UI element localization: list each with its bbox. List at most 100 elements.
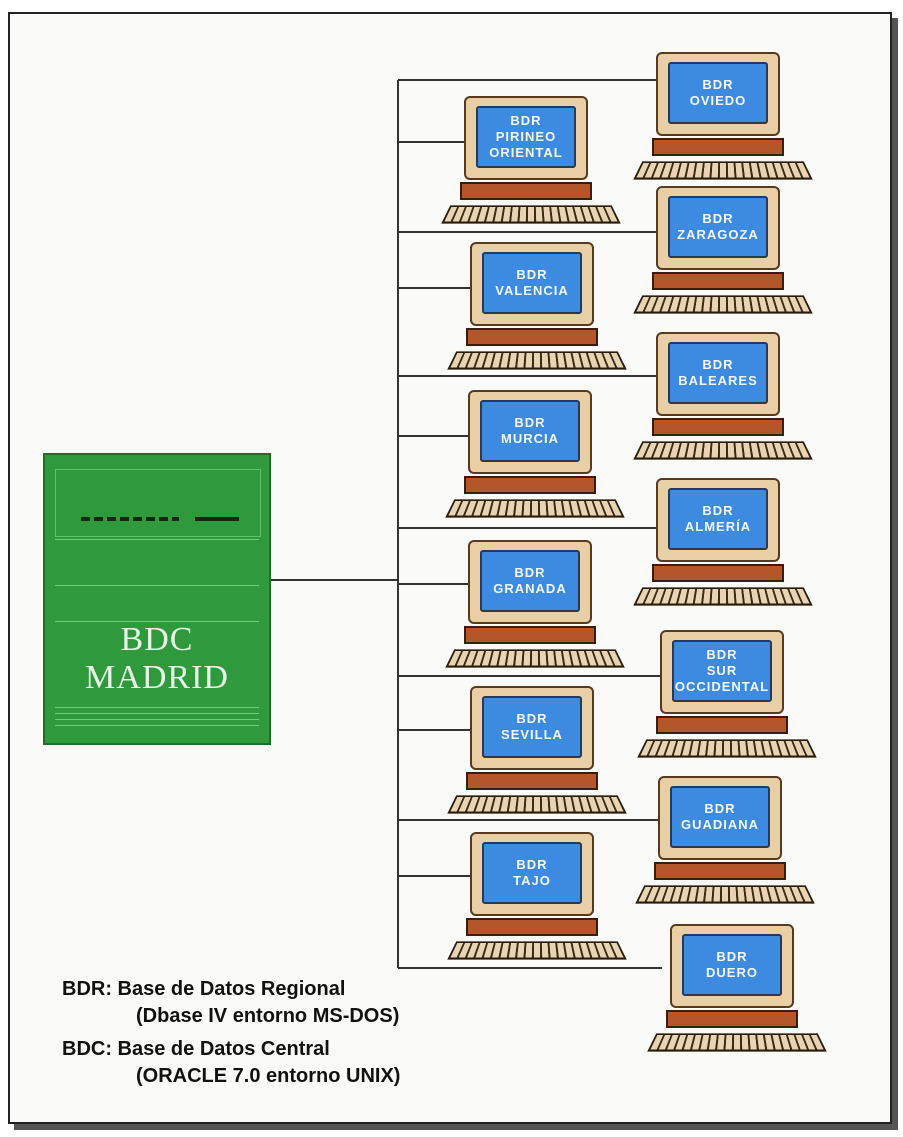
terminal-label: BDR	[516, 711, 547, 727]
server-label-bdc: BDC	[45, 621, 269, 659]
terminal-label: OVIEDO	[690, 93, 747, 109]
cpu-unit-icon	[656, 716, 788, 734]
cpu-unit-icon	[466, 918, 598, 936]
bdc-madrid-server: BDC MADRID	[43, 453, 271, 745]
server-divider	[55, 539, 259, 540]
keyboard-icon	[445, 499, 624, 517]
cpu-unit-icon	[666, 1010, 798, 1028]
keyboard-icon	[441, 205, 620, 223]
cpu-unit-icon	[652, 564, 784, 582]
terminal-label: BDR	[716, 949, 747, 965]
server-vent	[55, 725, 259, 726]
legend: BDR: Base de Datos Regional (Dbase IV en…	[62, 976, 400, 1090]
server-vent	[55, 719, 259, 720]
keyboard-icon	[633, 587, 812, 605]
keyboard-icon	[445, 649, 624, 667]
terminal-label: BALEARES	[678, 373, 758, 389]
terminal-label: SEVILLA	[501, 727, 563, 743]
terminal-label: OCCIDENTAL	[675, 679, 769, 695]
legend-bdr-detail: (Dbase IV entorno MS-DOS)	[62, 1003, 400, 1030]
keyboard-icon	[633, 161, 812, 179]
terminal-label: BDR	[516, 857, 547, 873]
cpu-unit-icon	[460, 182, 592, 200]
terminal-screen: BDRALMERÍA	[668, 488, 768, 550]
terminal-label: BDR	[514, 415, 545, 431]
keyboard-icon	[637, 739, 816, 757]
terminal-label: BDR	[516, 267, 547, 283]
terminal-label: DUERO	[706, 965, 758, 981]
monitor-icon: BDRGRANADA	[468, 540, 592, 624]
terminal-label: GUADIANA	[681, 817, 759, 833]
legend-bdc: BDC: Base de Datos Central	[62, 1036, 400, 1063]
keyboard-icon	[447, 351, 626, 369]
server-vent	[55, 707, 259, 708]
terminal-label: BDR	[702, 357, 733, 373]
terminal-label: BDR	[706, 647, 737, 663]
cpu-unit-icon	[652, 272, 784, 290]
cpu-unit-icon	[464, 476, 596, 494]
terminal-screen: BDRTAJO	[482, 842, 582, 904]
terminal-label: BDR	[510, 113, 541, 129]
terminal-label: MURCIA	[501, 431, 559, 447]
terminal-label: BDR	[702, 211, 733, 227]
cpu-unit-icon	[652, 138, 784, 156]
cpu-unit-icon	[652, 418, 784, 436]
terminal-label: VALENCIA	[495, 283, 568, 299]
terminal-label: TAJO	[513, 873, 551, 889]
terminal-label: GRANADA	[493, 581, 566, 597]
keyboard-icon	[633, 295, 812, 313]
terminal-label: ORIENTAL	[489, 145, 562, 161]
legend-bdr: BDR: Base de Datos Regional	[62, 976, 400, 1003]
cpu-unit-icon	[466, 328, 598, 346]
server-indicator-bar	[195, 517, 239, 521]
keyboard-icon	[447, 941, 626, 959]
terminal-label: BDR	[702, 77, 733, 93]
keyboard-icon	[635, 885, 814, 903]
cpu-unit-icon	[654, 862, 786, 880]
server-vent	[55, 713, 259, 714]
terminal-screen: BDRBALEARES	[668, 342, 768, 404]
terminal-label: BDR	[702, 503, 733, 519]
terminal-oviedo: BDROVIEDO	[638, 52, 818, 182]
cpu-unit-icon	[466, 772, 598, 790]
terminal-label: ZARAGOZA	[677, 227, 759, 243]
terminal-label: SUR	[707, 663, 737, 679]
server-divider	[55, 585, 259, 586]
keyboard-icon	[633, 441, 812, 459]
terminal-label: BDR	[704, 801, 735, 817]
server-label-madrid: MADRID	[45, 659, 269, 697]
legend-bdc-detail: (ORACLE 7.0 entorno UNIX)	[62, 1063, 400, 1090]
terminal-label: PIRINEO	[496, 129, 556, 145]
